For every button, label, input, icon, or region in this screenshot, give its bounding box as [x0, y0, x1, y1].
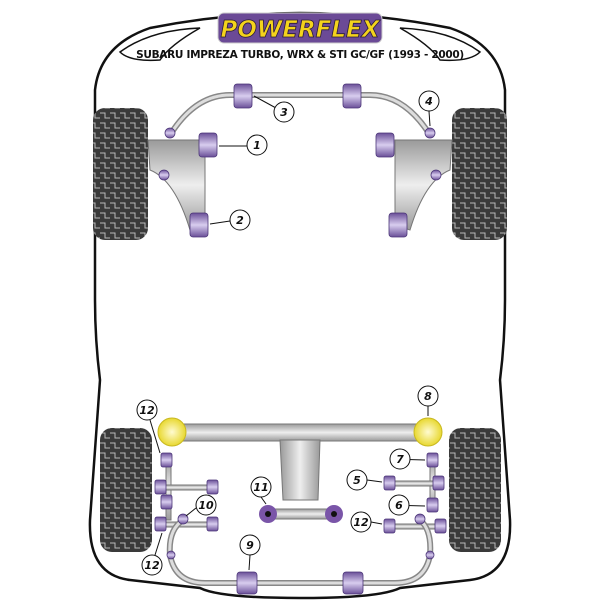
callout-3: 3 [273, 101, 295, 123]
callout-12-left-top: 12 [136, 399, 158, 421]
rear-diff-mount [279, 439, 321, 501]
bushing-1-left [198, 132, 218, 158]
callout-12-left-bottom: 12 [141, 554, 163, 576]
svg-text:2: 2 [236, 214, 244, 227]
rear-right-lower-link [388, 523, 440, 530]
bushing-11 [259, 505, 343, 523]
callout-1: 1 [246, 134, 268, 156]
rear-left-wheel [100, 428, 152, 552]
rear-bushing-left-upper-inner [206, 479, 219, 495]
bushing-10-left [177, 513, 189, 525]
callout-10: 10 [195, 494, 217, 516]
rear-bushing-12-left-upper [154, 479, 167, 495]
callout-9: 9 [239, 534, 261, 556]
bushing-2-right [388, 212, 408, 238]
svg-text:6: 6 [395, 499, 403, 512]
front-right-wishbone [394, 139, 453, 231]
bushing-10-right [414, 513, 426, 525]
svg-text:4: 4 [424, 95, 433, 108]
svg-text:7: 7 [396, 453, 404, 466]
callout-4: 4 [418, 90, 440, 112]
svg-text:9: 9 [246, 539, 254, 552]
headlight-right [399, 27, 482, 62]
bushing-3-left [233, 83, 253, 109]
bushing-1-right [375, 132, 395, 158]
bushing-8-right [413, 417, 443, 447]
rear-right-wheel [449, 428, 501, 552]
svg-text:12: 12 [139, 404, 155, 417]
svg-text:8: 8 [424, 390, 432, 403]
svg-text:12: 12 [353, 516, 369, 529]
svg-text:12: 12 [144, 559, 160, 572]
front-right-wheel [452, 108, 507, 240]
bushing-5-outer [432, 475, 445, 491]
bushing-6 [426, 497, 439, 513]
rear-lateral-link [267, 508, 335, 520]
svg-text:3: 3 [280, 106, 288, 119]
bushing-7 [426, 452, 439, 468]
bushing-4-bottom [430, 169, 442, 181]
rear-bushing-12-left-top [160, 452, 173, 468]
bushing-4-top [424, 127, 436, 139]
bushing-5-inner [383, 475, 396, 491]
rear-bushing-12-left-lower [154, 516, 167, 532]
bushing-12-right-outer [434, 518, 447, 534]
rear-left-upper-link [159, 484, 213, 491]
rear-arb-droplink-left [166, 550, 176, 560]
rear-bushing-left-mid [160, 494, 173, 510]
svg-text:10: 10 [198, 499, 214, 512]
bushing-2-left [189, 212, 209, 238]
callout-5: 5 [346, 469, 368, 491]
bushing-8-left [157, 417, 187, 447]
bushing-3-right [342, 83, 362, 109]
powerflex-logo: POWERFLEX [217, 12, 383, 44]
callout-12-right: 12 [350, 511, 372, 533]
bushing-9-right [342, 571, 364, 595]
front-left-wheel [93, 108, 148, 240]
callout-2: 2 [229, 209, 251, 231]
bushing-12-right-inner [383, 518, 396, 534]
droplink-bush-left-bottom [158, 169, 170, 181]
bushing-9-left [236, 571, 258, 595]
rear-arb-droplink-right [425, 550, 435, 560]
callout-11: 11 [250, 476, 272, 498]
svg-text:5: 5 [353, 474, 361, 487]
rear-crossmember [170, 423, 430, 442]
rear-bushing-left-lower-inner [206, 516, 219, 532]
vehicle-title: SUBARU IMPREZA TURBO, WRX & STI GC/GF (1… [136, 49, 464, 61]
droplink-bush-left-top [164, 127, 176, 139]
callout-6: 6 [388, 494, 410, 516]
svg-text:11: 11 [253, 481, 268, 494]
svg-text:1: 1 [253, 139, 261, 152]
svg-text:POWERFLEX: POWERFLEX [220, 17, 380, 43]
front-left-wishbone [147, 139, 206, 231]
callout-8: 8 [417, 385, 439, 407]
rear-right-upper-link [388, 480, 440, 487]
headlight-left [118, 27, 201, 62]
callout-7: 7 [389, 448, 411, 470]
